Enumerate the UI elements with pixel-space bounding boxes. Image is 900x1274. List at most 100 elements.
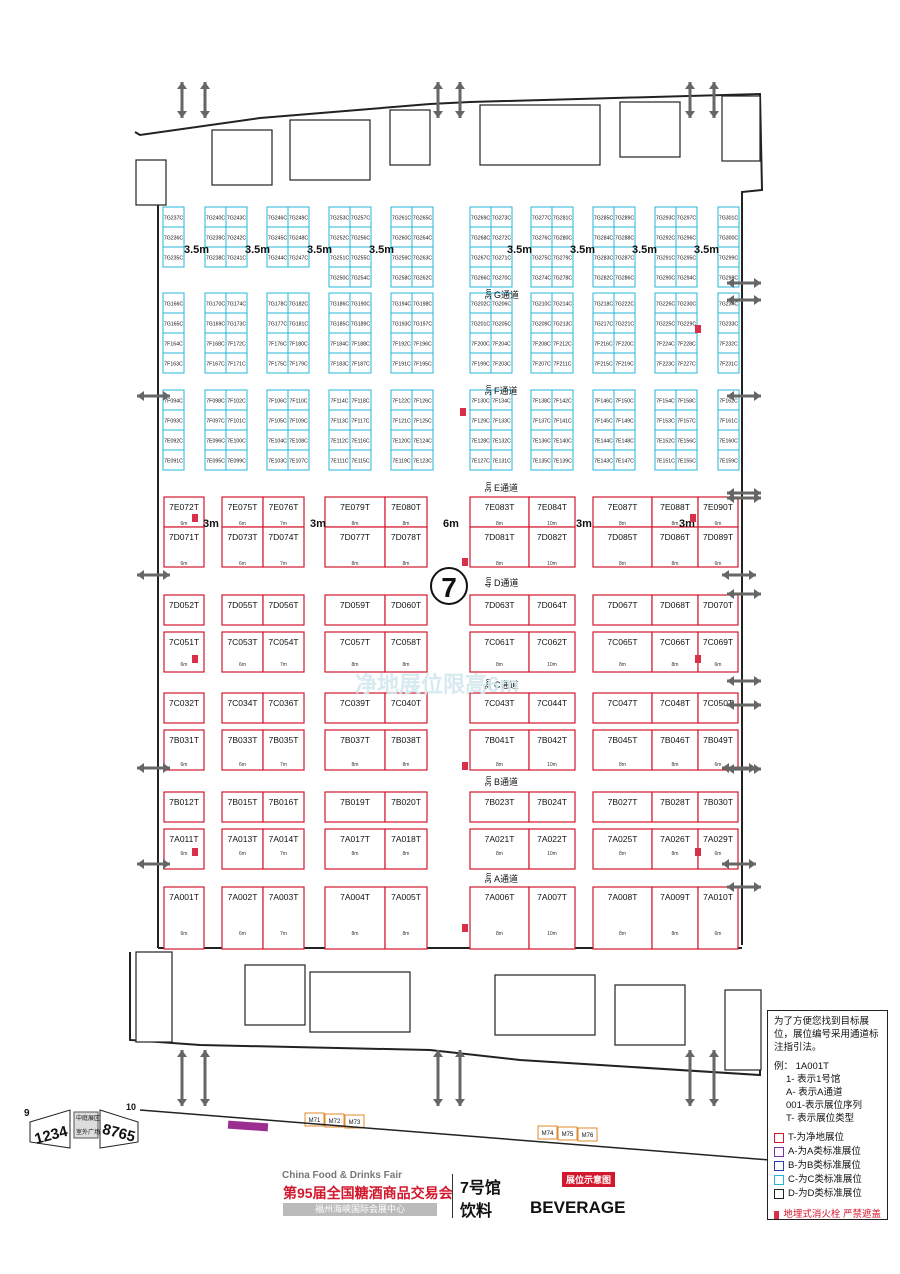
std-booth-cell[interactable] (411, 449, 434, 471)
raw-booth-cell[interactable] (697, 828, 739, 870)
raw-booth-cell[interactable] (469, 791, 530, 823)
std-booth-cell[interactable] (675, 266, 698, 288)
raw-booth-cell[interactable] (163, 631, 205, 673)
raw-booth-cell[interactable] (528, 692, 576, 724)
raw-booth-cell[interactable] (221, 729, 264, 771)
std-booth-cell[interactable] (551, 352, 574, 374)
raw-booth-cell[interactable] (697, 631, 739, 673)
raw-booth-cell[interactable] (697, 791, 739, 823)
std-booth-cell[interactable] (675, 352, 698, 374)
std-booth-cell[interactable] (225, 352, 248, 374)
raw-booth-cell[interactable] (324, 828, 386, 870)
raw-booth-cell[interactable] (163, 692, 205, 724)
raw-booth-cell[interactable] (697, 526, 739, 568)
raw-booth-cell[interactable] (163, 526, 205, 568)
raw-booth-cell[interactable] (384, 729, 428, 771)
raw-booth-cell[interactable] (592, 496, 653, 528)
raw-booth-cell[interactable] (592, 631, 653, 673)
raw-booth-cell[interactable] (469, 631, 530, 673)
raw-booth-cell[interactable] (163, 729, 205, 771)
raw-booth-cell[interactable] (651, 886, 699, 950)
std-booth-cell[interactable] (717, 449, 740, 471)
raw-booth-cell[interactable] (384, 631, 428, 673)
meeting-room[interactable] (324, 1113, 345, 1128)
raw-booth-cell[interactable] (651, 526, 699, 568)
std-booth-cell[interactable] (287, 449, 310, 471)
raw-booth-cell[interactable] (469, 828, 530, 870)
std-booth-cell[interactable] (225, 449, 248, 471)
raw-booth-cell[interactable] (469, 496, 530, 528)
raw-booth-cell[interactable] (528, 828, 576, 870)
meeting-room[interactable] (537, 1125, 558, 1140)
raw-booth-cell[interactable] (528, 886, 576, 950)
raw-booth-cell[interactable] (324, 594, 386, 626)
raw-booth-cell[interactable] (163, 791, 205, 823)
raw-booth-cell[interactable] (651, 828, 699, 870)
raw-booth-cell[interactable] (469, 594, 530, 626)
raw-booth-cell[interactable] (651, 594, 699, 626)
raw-booth-cell[interactable] (221, 631, 264, 673)
raw-booth-cell[interactable] (262, 631, 305, 673)
raw-booth-cell[interactable] (469, 526, 530, 568)
std-booth-cell[interactable] (411, 352, 434, 374)
raw-booth-cell[interactable] (324, 496, 386, 528)
raw-booth-cell[interactable] (324, 886, 386, 950)
std-booth-cell[interactable] (717, 352, 740, 374)
raw-booth-cell[interactable] (262, 692, 305, 724)
raw-booth-cell[interactable] (324, 729, 386, 771)
std-booth-cell[interactable] (551, 449, 574, 471)
std-booth-cell[interactable] (349, 449, 372, 471)
raw-booth-cell[interactable] (697, 692, 739, 724)
raw-booth-cell[interactable] (592, 594, 653, 626)
raw-booth-cell[interactable] (262, 594, 305, 626)
raw-booth-cell[interactable] (262, 526, 305, 568)
raw-booth-cell[interactable] (262, 496, 305, 528)
raw-booth-cell[interactable] (469, 692, 530, 724)
std-booth-cell[interactable] (490, 352, 513, 374)
raw-booth-cell[interactable] (528, 526, 576, 568)
raw-booth-cell[interactable] (528, 594, 576, 626)
raw-booth-cell[interactable] (592, 886, 653, 950)
meeting-room[interactable] (577, 1127, 598, 1142)
std-booth-cell[interactable] (162, 246, 185, 268)
std-booth-cell[interactable] (225, 246, 248, 268)
raw-booth-cell[interactable] (262, 729, 305, 771)
std-booth-cell[interactable] (287, 352, 310, 374)
raw-booth-cell[interactable] (262, 886, 305, 950)
std-booth-cell[interactable] (162, 449, 185, 471)
raw-booth-cell[interactable] (384, 791, 428, 823)
std-booth-cell[interactable] (349, 352, 372, 374)
raw-booth-cell[interactable] (262, 791, 305, 823)
std-booth-cell[interactable] (162, 352, 185, 374)
raw-booth-cell[interactable] (324, 692, 386, 724)
raw-booth-cell[interactable] (528, 729, 576, 771)
raw-booth-cell[interactable] (384, 886, 428, 950)
raw-booth-cell[interactable] (592, 692, 653, 724)
std-booth-cell[interactable] (613, 449, 636, 471)
raw-booth-cell[interactable] (697, 886, 739, 950)
std-booth-cell[interactable] (349, 266, 372, 288)
raw-booth-cell[interactable] (384, 828, 428, 870)
raw-booth-cell[interactable] (528, 631, 576, 673)
raw-booth-cell[interactable] (528, 791, 576, 823)
std-booth-cell[interactable] (490, 266, 513, 288)
raw-booth-cell[interactable] (651, 729, 699, 771)
std-booth-cell[interactable] (551, 266, 574, 288)
raw-booth-cell[interactable] (697, 729, 739, 771)
raw-booth-cell[interactable] (384, 496, 428, 528)
raw-booth-cell[interactable] (221, 828, 264, 870)
std-booth-cell[interactable] (490, 449, 513, 471)
raw-booth-cell[interactable] (324, 526, 386, 568)
std-booth-cell[interactable] (287, 246, 310, 268)
raw-booth-cell[interactable] (163, 594, 205, 626)
meeting-room[interactable] (344, 1114, 365, 1129)
raw-booth-cell[interactable] (221, 594, 264, 626)
meeting-room[interactable] (557, 1126, 578, 1141)
raw-booth-cell[interactable] (592, 526, 653, 568)
raw-booth-cell[interactable] (384, 692, 428, 724)
std-booth-cell[interactable] (675, 449, 698, 471)
std-booth-cell[interactable] (613, 352, 636, 374)
raw-booth-cell[interactable] (697, 594, 739, 626)
raw-booth-cell[interactable] (697, 496, 739, 528)
raw-booth-cell[interactable] (384, 526, 428, 568)
